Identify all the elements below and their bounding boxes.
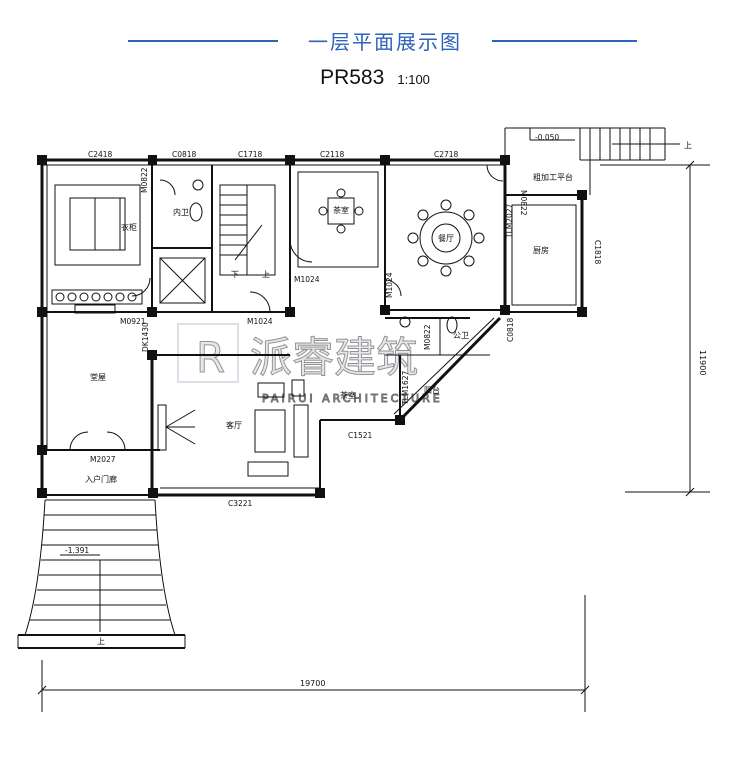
label-dk1430: DK1430: [141, 322, 150, 352]
label-m1024-a: M1024: [294, 275, 320, 284]
subtitle: PR583 1:100: [0, 66, 750, 90]
stairs: [219, 184, 276, 276]
label-c2418: C2418: [88, 150, 113, 159]
room-work-platform: 粗加工平台: [533, 172, 573, 182]
label-m0921: M0921: [120, 317, 146, 326]
label-c1718: C1718: [238, 150, 263, 159]
dimension-lines: [37, 160, 710, 712]
stairs-up-label: 上: [262, 270, 270, 279]
header: 一层平面展示图 PR583 1:100: [0, 0, 750, 100]
page-title: 一层平面展示图: [308, 30, 462, 54]
label-c2118: C2118: [320, 150, 345, 159]
watermark-logo: R: [196, 333, 225, 382]
label-m2027: M2027: [90, 455, 116, 464]
label-tlm2027: TLM2027: [505, 203, 514, 239]
room-wardrobe: 衣柜: [121, 222, 137, 232]
living-furniture: [157, 379, 309, 477]
arrow-up-top: 上: [684, 141, 692, 150]
room-entry: 入户门廊: [85, 474, 117, 484]
wall-posts: [37, 155, 587, 498]
label-c0818-right: C0818: [506, 317, 515, 342]
watermark: R 派睿建筑 PAIRUI ARCHITECTURE: [177, 323, 443, 406]
bath-fixtures: [189, 179, 458, 334]
room-tearoom: 茶室: [340, 390, 356, 400]
room-tea: 茶室: [333, 205, 349, 215]
label-tlm1627: TLM1627: [401, 370, 410, 406]
dining-table: [407, 199, 485, 277]
label-m1024-c: M1024: [385, 272, 394, 298]
bedroom-furniture: [51, 184, 143, 314]
label-c2718: C2718: [434, 150, 459, 159]
title-rule-right: [492, 40, 637, 42]
title-rule-left: [128, 40, 278, 42]
stairs-bottom: [17, 499, 186, 649]
label-m0822-bed: M0822: [140, 167, 149, 193]
room-kitchen: 厨房: [533, 245, 549, 255]
label-c1521: C1521: [348, 431, 373, 440]
label-c0818-top: C0818: [172, 150, 197, 159]
stairs-down-label: 下: [231, 270, 239, 279]
dim-width: 19700: [300, 679, 325, 688]
room-public-wc: 公卫: [453, 331, 469, 340]
label-m0822-top: M0822: [519, 190, 528, 216]
watermark-text: 派睿建筑: [250, 333, 418, 382]
label-c3221: C3221: [228, 499, 253, 508]
label-m1024-b: M1024: [247, 317, 273, 326]
arrow-up-bottom: 上: [97, 637, 105, 646]
room-dining: 餐厅: [438, 234, 454, 243]
interior-walls: [151, 165, 470, 355]
level-top-right: -0.050: [535, 133, 559, 142]
label-c1818: C1818: [593, 240, 602, 265]
label-m0822-wc: M0822: [423, 324, 432, 350]
stairs-top-right: [515, 127, 680, 161]
room-living: 客厅: [226, 420, 242, 430]
labels: C2418 C0818 C1718 C2118 C2718 M0921 M102…: [65, 133, 707, 688]
tea-table: [318, 188, 364, 234]
plan-scale: 1:100: [397, 72, 430, 87]
outer-walls: [40, 127, 591, 497]
doors: [69, 164, 504, 451]
level-bottom-left: -1.391: [65, 546, 89, 555]
room-balcony: 阳台: [424, 385, 440, 395]
dim-height: 11900: [698, 350, 707, 375]
plan-code: PR583: [320, 66, 385, 89]
title-row: 一层平面展示图: [0, 26, 750, 56]
room-hall: 堂屋: [90, 372, 106, 382]
room-bathroom: 内卫: [173, 207, 189, 217]
watermark-sub: PAIRUI ARCHITECTURE: [262, 392, 443, 405]
